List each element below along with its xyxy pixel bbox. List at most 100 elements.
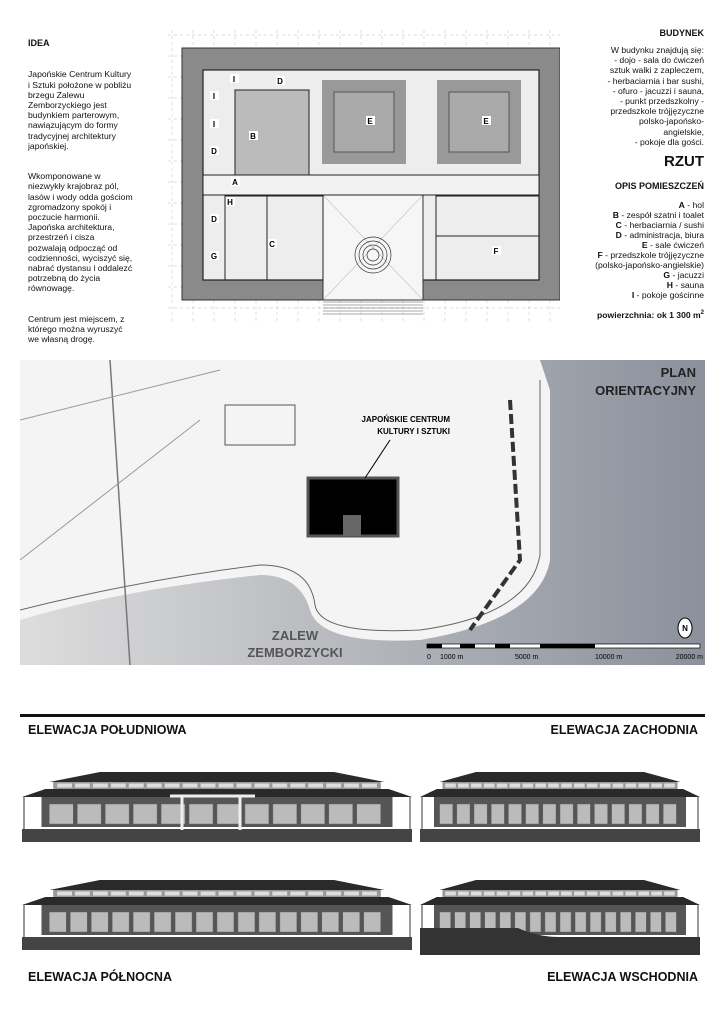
legend-key: I xyxy=(631,290,635,301)
legend-item: E - sale ćwiczeń xyxy=(595,240,704,250)
clerestory-window xyxy=(561,891,572,896)
idea-paragraph-2: Wkomponowane w niezwykły krajobraz pól, … xyxy=(28,171,133,294)
clerestory-window xyxy=(344,783,359,788)
legend-value: - sauna xyxy=(672,280,704,291)
legend-key: H xyxy=(666,280,673,291)
window xyxy=(604,911,617,933)
clerestory-window xyxy=(509,783,521,788)
idea-paragraph-3: Centrum jest miejscem, z którego można w… xyxy=(28,313,125,345)
clerestory-window xyxy=(164,783,180,788)
clerestory-window xyxy=(110,891,126,896)
hall xyxy=(202,174,540,196)
window xyxy=(456,803,471,825)
window xyxy=(645,803,660,825)
room-label: H xyxy=(227,198,233,207)
clerestory-window xyxy=(638,891,650,896)
window xyxy=(490,803,505,825)
window xyxy=(342,911,360,933)
clerestory-window xyxy=(586,783,598,788)
room-label: G xyxy=(211,252,217,261)
legend-item: G - jacuzzi xyxy=(595,270,704,280)
plinth xyxy=(22,937,412,950)
window xyxy=(559,911,572,933)
legend-value: - sale ćwiczeń xyxy=(647,240,704,251)
terrain xyxy=(420,928,700,955)
water-label: ZALEW xyxy=(272,628,319,643)
path xyxy=(20,419,201,561)
clerestory xyxy=(442,782,678,789)
clerestory-window xyxy=(664,783,675,788)
plinth xyxy=(420,829,700,842)
clerestory-window xyxy=(496,783,508,788)
legend-key: B xyxy=(612,210,619,221)
clerestory xyxy=(53,782,381,789)
label-bg xyxy=(210,119,219,128)
room-label: E xyxy=(367,117,373,126)
clerestory-window xyxy=(522,891,534,896)
clerestory-window xyxy=(561,783,572,788)
plinth xyxy=(22,829,412,842)
legend-item: I - pokoje gościnne xyxy=(595,290,704,300)
window xyxy=(49,803,74,825)
window xyxy=(473,803,488,825)
window xyxy=(188,803,214,825)
window xyxy=(216,803,242,825)
north-label: N xyxy=(682,624,688,633)
road xyxy=(20,369,221,421)
building-label: JAPOŃSKIE CENTRUM xyxy=(362,415,451,424)
window xyxy=(650,911,662,933)
clerestory-window xyxy=(75,891,90,896)
clerestory-window xyxy=(92,891,108,896)
clerestory-window xyxy=(535,891,546,896)
clerestory-window xyxy=(586,891,598,896)
clerestory-window xyxy=(612,891,624,896)
room-label: I xyxy=(213,120,215,129)
clerestory-window xyxy=(483,891,495,896)
building-label: KULTURY I SZTUKI xyxy=(377,427,450,436)
label-bg xyxy=(268,239,277,248)
plan-title: RZUT xyxy=(664,153,704,171)
room-label: F xyxy=(494,247,499,256)
label-bg xyxy=(230,74,239,83)
road xyxy=(109,360,131,665)
window xyxy=(49,911,67,933)
clerestory-window xyxy=(625,891,637,896)
window xyxy=(279,911,298,933)
window xyxy=(77,803,102,825)
clerestory-window xyxy=(326,891,342,896)
clerestory-window xyxy=(308,891,324,896)
label-bg xyxy=(210,91,219,100)
legend-item: A - hol xyxy=(595,200,704,210)
clerestory-window xyxy=(574,891,585,896)
idea-paragraph-1: Japońskie Centrum Kultury i Sztuki położ… xyxy=(28,69,132,151)
clerestory-window xyxy=(509,891,521,896)
tatami-1 xyxy=(333,91,395,153)
window xyxy=(576,803,591,825)
window xyxy=(328,803,353,825)
legend-item: C - herbaciarnia / sushi xyxy=(595,220,704,230)
area-text: powierzchnia: ok 1 300 m2 xyxy=(597,308,704,321)
legend-key: G xyxy=(663,270,671,281)
clerestory-window xyxy=(344,891,359,896)
elevation-east xyxy=(420,880,700,955)
scale-label: 20000 m xyxy=(676,654,703,661)
window xyxy=(529,911,542,933)
room-label: I xyxy=(233,75,235,84)
clerestory-window xyxy=(236,783,252,788)
shoreline xyxy=(20,380,541,632)
legend-key: D xyxy=(615,230,622,241)
right-column: BUDYNEK W budynku znajdują się: - dojo -… xyxy=(544,28,704,321)
upper-roof xyxy=(49,772,385,782)
window xyxy=(356,803,381,825)
clerestory-window xyxy=(92,783,108,788)
window xyxy=(665,911,677,933)
clerestory-window xyxy=(200,783,216,788)
legend-value: - pokoje gościnne xyxy=(634,290,704,301)
room-label: D xyxy=(211,147,217,156)
water-label: ZEMBORZYCKI xyxy=(247,645,342,660)
clerestory-window xyxy=(458,783,469,788)
clerestory-window xyxy=(664,891,675,896)
clerestory-window xyxy=(362,783,377,788)
window xyxy=(174,911,193,933)
